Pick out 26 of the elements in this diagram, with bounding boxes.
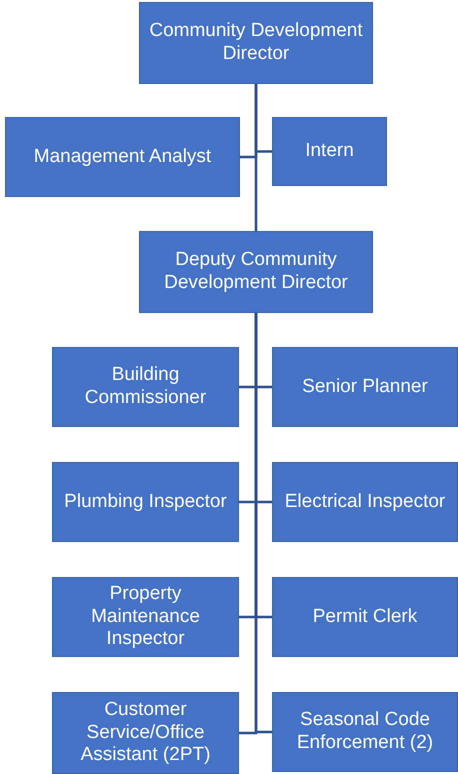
position-title: Electrical Inspector <box>284 490 446 514</box>
position-title: Permit Clerk <box>312 606 418 628</box>
connector-line <box>254 313 272 734</box>
position-title: Property Maintenance Inspector <box>90 582 201 652</box>
org-box <box>52 692 239 774</box>
org-box <box>272 117 387 186</box>
org-box <box>5 117 240 197</box>
org-box <box>139 2 373 84</box>
org-box <box>272 347 458 427</box>
position-title: Seasonal Code Enforcement (2) <box>296 709 434 755</box>
org-box <box>52 462 239 542</box>
position-title: Building Commissioner <box>84 364 208 410</box>
org-box <box>52 577 239 657</box>
position-title: Intern <box>304 140 355 163</box>
org-box <box>272 577 458 657</box>
org-box <box>272 692 458 772</box>
org-box <box>139 231 373 313</box>
connector-line <box>254 84 258 231</box>
position-title: Management Analyst <box>32 146 212 168</box>
org-box <box>272 462 458 542</box>
position-title: Community Development Director <box>148 20 364 66</box>
position-title: Senior Planner <box>301 376 429 398</box>
org-box <box>52 347 239 427</box>
position-title: Plumbing Inspector <box>63 490 228 514</box>
position-title: Customer Service/Office Assistant (2PT) <box>80 698 212 768</box>
position-title: Deputy Community Development Director <box>163 249 349 295</box>
